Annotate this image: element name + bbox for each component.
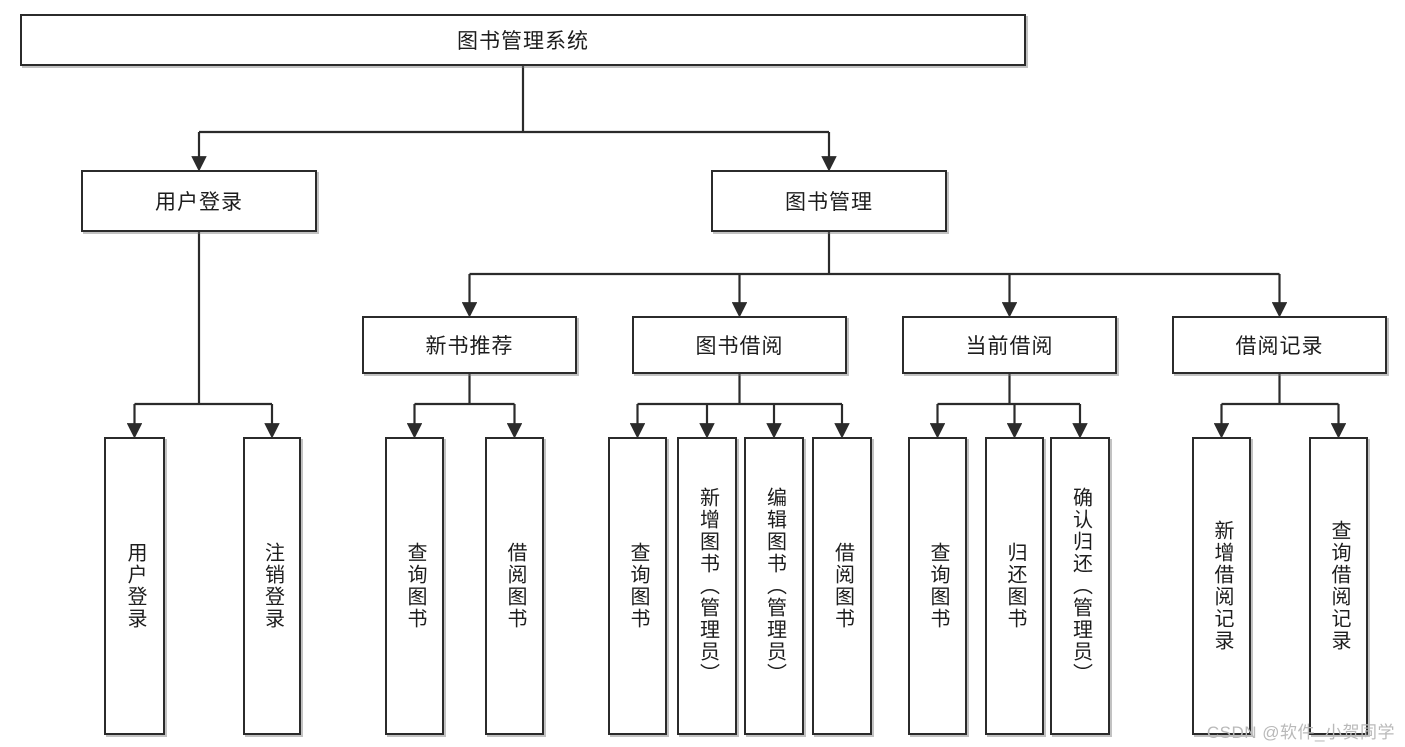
node-label-leaf-add-borrow-record: 新增借阅记录 bbox=[1211, 520, 1233, 652]
node-label-leaf-query-book-borrow: 查询图书 bbox=[627, 542, 649, 630]
node-borrow-record[interactable]: 借阅记录 bbox=[1172, 316, 1387, 374]
node-user-login[interactable]: 用户登录 bbox=[81, 170, 317, 232]
node-leaf-query-book-borrow[interactable]: 查询图书 bbox=[608, 437, 667, 735]
node-label-borrow-record: 借阅记录 bbox=[1235, 335, 1324, 358]
node-leaf-add-borrow-record[interactable]: 新增借阅记录 bbox=[1192, 437, 1251, 735]
node-leaf-return-book[interactable]: 归还图书 bbox=[985, 437, 1044, 735]
node-root[interactable]: 图书管理系统 bbox=[20, 14, 1026, 66]
node-label-leaf-return-book: 归还图书 bbox=[1004, 542, 1026, 630]
node-new-book-recommend[interactable]: 新书推荐 bbox=[362, 316, 577, 374]
node-book-management[interactable]: 图书管理 bbox=[711, 170, 947, 232]
node-book-borrow[interactable]: 图书借阅 bbox=[632, 316, 847, 374]
node-label-root: 图书管理系统 bbox=[457, 30, 589, 53]
node-leaf-query-book-recommend[interactable]: 查询图书 bbox=[385, 437, 444, 735]
node-label-book-borrow: 图书借阅 bbox=[695, 335, 784, 358]
node-leaf-logout[interactable]: 注销登录 bbox=[243, 437, 301, 735]
node-label-leaf-confirm-return-admin: 确认归还（管理员） bbox=[1069, 487, 1092, 685]
node-label-leaf-user-login: 用户登录 bbox=[124, 542, 146, 630]
node-leaf-borrow-book[interactable]: 借阅图书 bbox=[812, 437, 872, 735]
node-label-leaf-add-book-admin: 新增图书（管理员） bbox=[696, 487, 719, 685]
node-label-leaf-query-book-current: 查询图书 bbox=[927, 542, 949, 630]
node-leaf-edit-book-admin[interactable]: 编辑图书（管理员） bbox=[744, 437, 804, 735]
node-label-leaf-borrow-book: 借阅图书 bbox=[831, 542, 854, 630]
node-label-user-login: 用户登录 bbox=[155, 191, 243, 214]
node-leaf-user-login[interactable]: 用户登录 bbox=[104, 437, 165, 735]
node-label-book-management: 图书管理 bbox=[785, 191, 873, 214]
node-leaf-query-book-current[interactable]: 查询图书 bbox=[908, 437, 967, 735]
node-label-leaf-logout: 注销登录 bbox=[261, 542, 284, 630]
node-label-leaf-query-book-recommend: 查询图书 bbox=[404, 542, 426, 630]
node-leaf-add-book-admin[interactable]: 新增图书（管理员） bbox=[677, 437, 737, 735]
node-label-leaf-borrow-book-recommend: 借阅图书 bbox=[504, 542, 526, 630]
node-leaf-confirm-return-admin[interactable]: 确认归还（管理员） bbox=[1050, 437, 1110, 735]
node-label-current-borrow: 当前借阅 bbox=[965, 335, 1054, 358]
node-label-leaf-query-borrow-record: 查询借阅记录 bbox=[1328, 520, 1350, 652]
node-current-borrow[interactable]: 当前借阅 bbox=[902, 316, 1117, 374]
watermark-text: CSDN @软件_小贺同学 bbox=[1206, 723, 1395, 742]
node-label-new-book-recommend: 新书推荐 bbox=[425, 335, 514, 358]
node-leaf-query-borrow-record[interactable]: 查询借阅记录 bbox=[1309, 437, 1368, 735]
node-label-leaf-edit-book-admin: 编辑图书（管理员） bbox=[763, 487, 786, 685]
node-leaf-borrow-book-recommend[interactable]: 借阅图书 bbox=[485, 437, 544, 735]
